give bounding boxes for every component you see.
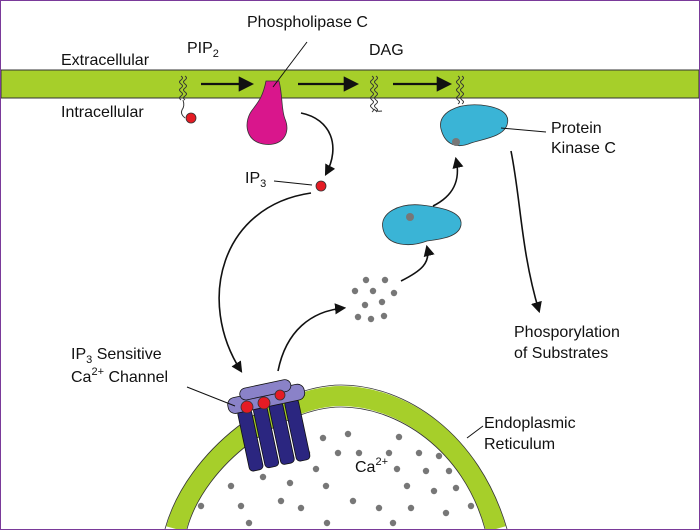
ip3-molecule <box>315 180 327 192</box>
ip3-sensitive-ca-channel <box>227 379 311 472</box>
label-channel-line1: IP3 Sensitive <box>71 346 162 366</box>
er-outer-edge <box>164 384 508 529</box>
label-phosphorylation-line1: Phosporylation <box>514 324 620 341</box>
protein-kinase-c-cytosol <box>382 204 462 245</box>
label-pkc-line1: Protein <box>551 120 602 137</box>
arrow-ip3-to-channel <box>218 192 312 373</box>
phospholipase-leader <box>272 41 308 88</box>
pkc-lipid-squiggle-2 <box>460 75 464 105</box>
channel-leader <box>186 386 236 407</box>
label-er-line2: Reticulum <box>484 436 555 453</box>
arrow-pkc-to-membrane <box>432 156 464 207</box>
label-ip3: IP3 <box>245 170 266 190</box>
channel-bound-ip3-1 <box>240 400 254 414</box>
pkc-leader <box>500 127 547 133</box>
pkc-cytosol-dot <box>406 213 414 221</box>
er-leader <box>466 425 484 439</box>
label-intracellular: Intracellular <box>61 104 144 121</box>
cytosolic-calcium-cluster <box>351 276 398 323</box>
label-extracellular: Extracellular <box>61 52 150 69</box>
pip2-lipid-squiggle <box>179 75 183 101</box>
pkc-lipid-squiggle <box>456 75 460 105</box>
dag-lipid-squiggle <box>370 75 374 113</box>
dag-tail <box>373 108 383 112</box>
er-inner-edge <box>186 406 486 529</box>
pkc-membrane-dot <box>452 138 460 146</box>
channel-bound-ip3-3 <box>274 389 286 401</box>
label-channel-line2: Ca2+ Channel <box>71 366 168 386</box>
label-phospholipase-c: Phospholipase C <box>247 14 368 31</box>
arrow-pkc-to-substrates <box>510 150 542 314</box>
arrow-plc-to-ip3 <box>300 112 336 176</box>
pip2-lipid-squiggle-2 <box>183 75 187 101</box>
protein-kinase-c-membrane <box>440 104 509 146</box>
label-er-line1: Endoplasmic <box>484 415 576 432</box>
label-dag: DAG <box>369 42 404 59</box>
channel-bound-ip3-2 <box>257 396 271 410</box>
label-phosphorylation-line2: of Substrates <box>514 345 608 362</box>
pip2-headgroup-stalk <box>180 99 186 119</box>
label-er-calcium: Ca2+ <box>355 456 388 476</box>
arrow-calcium-to-pkc <box>400 244 435 282</box>
label-pkc-line2: Kinase C <box>551 140 616 157</box>
pip2-headgroup-dot <box>185 112 197 124</box>
ip3-leader <box>273 180 313 186</box>
phospholipase-c-shape <box>246 80 288 145</box>
endoplasmic-reticulum-membrane <box>166 385 506 529</box>
dag-lipid-squiggle-2 <box>374 75 378 113</box>
label-pip2: PIP2 <box>187 40 219 60</box>
arrow-channel-to-calcium <box>277 303 347 372</box>
